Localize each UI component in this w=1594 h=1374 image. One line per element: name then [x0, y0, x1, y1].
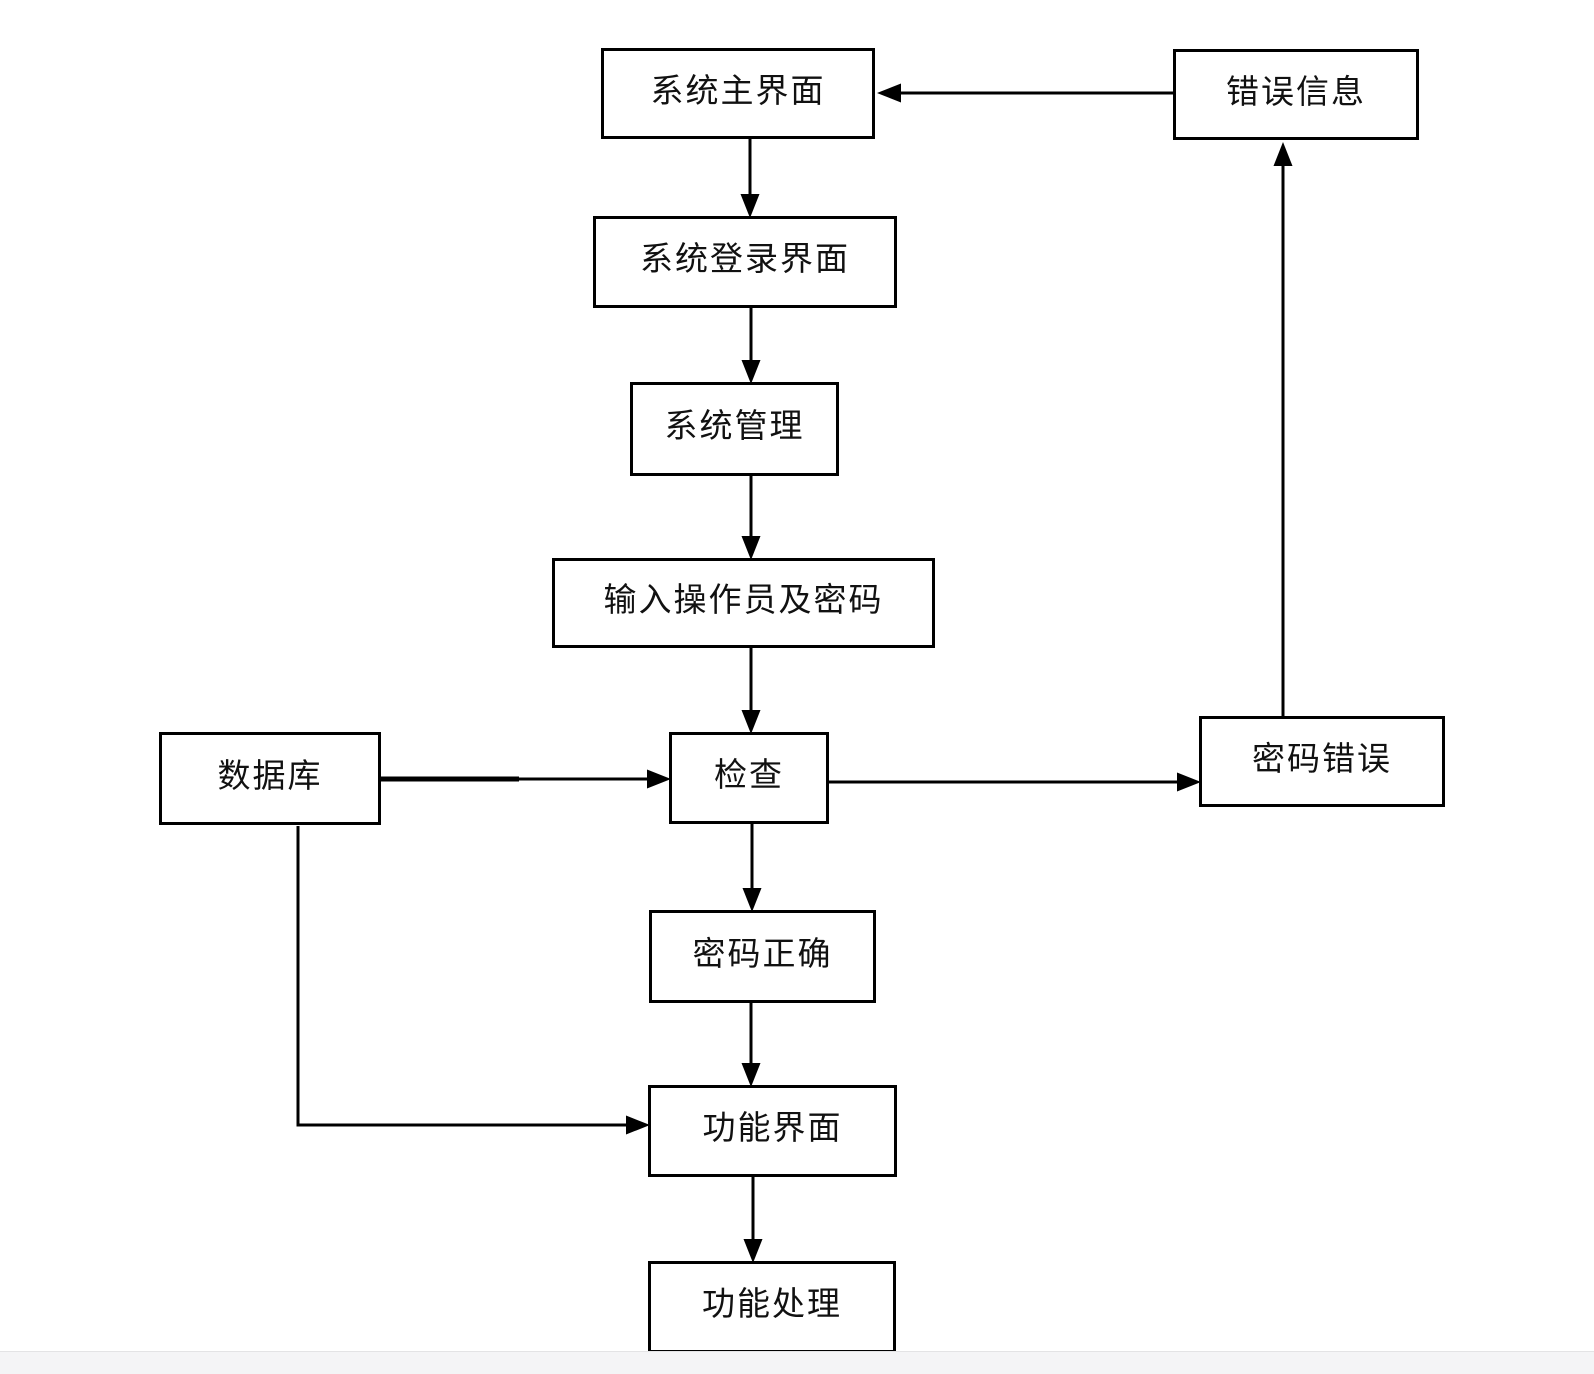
node-function-interface: 功能界面	[648, 1085, 897, 1177]
node-error-info-label: 错误信息	[1226, 74, 1366, 111]
edge-error-to-main	[877, 83, 1173, 103]
edge-pwdwrong-to-error	[1273, 142, 1293, 716]
edge-input-to-check	[741, 648, 761, 734]
node-login-interface: 系统登录界面	[593, 216, 897, 308]
node-function-interface-label: 功能界面	[702, 1111, 843, 1147]
node-function-processing-label: 功能处理	[702, 1287, 842, 1323]
edge-sysmgmt-to-input	[741, 476, 761, 560]
edge-check-to-pwdcorrect	[742, 824, 762, 912]
node-password-wrong-label: 密码错误	[1252, 741, 1392, 778]
node-password-correct-label: 密码正确	[692, 936, 833, 973]
node-database: 数据库	[159, 732, 381, 825]
edge-main-to-login	[740, 139, 760, 218]
node-login-interface-label: 系统登录界面	[640, 242, 850, 278]
node-main-interface-label: 系统主界面	[650, 73, 826, 110]
edge-pwdcorrect-to-funcui	[741, 1003, 761, 1087]
edge-login-to-sysmgmt	[741, 308, 761, 384]
edge-database-to-check	[381, 769, 671, 789]
edge-database-to-funcui	[296, 826, 650, 1135]
node-database-label: 数据库	[217, 758, 323, 795]
node-system-management-label: 系统管理	[664, 409, 805, 445]
page-bottom-edge	[0, 1351, 1594, 1374]
node-system-management: 系统管理	[630, 382, 839, 476]
node-check-label: 检查	[714, 758, 784, 794]
node-input-operator-password-label: 输入操作员及密码	[603, 583, 884, 619]
node-input-operator-password: 输入操作员及密码	[552, 558, 935, 648]
edge-funcui-to-funcproc	[743, 1177, 763, 1263]
node-password-correct: 密码正确	[649, 910, 876, 1003]
node-main-interface: 系统主界面	[601, 48, 875, 139]
node-error-info: 错误信息	[1173, 49, 1419, 140]
node-function-processing: 功能处理	[648, 1261, 896, 1353]
edge-check-to-pwdwrong	[829, 772, 1201, 792]
node-password-wrong: 密码错误	[1199, 716, 1445, 807]
node-check: 检查	[669, 732, 829, 824]
